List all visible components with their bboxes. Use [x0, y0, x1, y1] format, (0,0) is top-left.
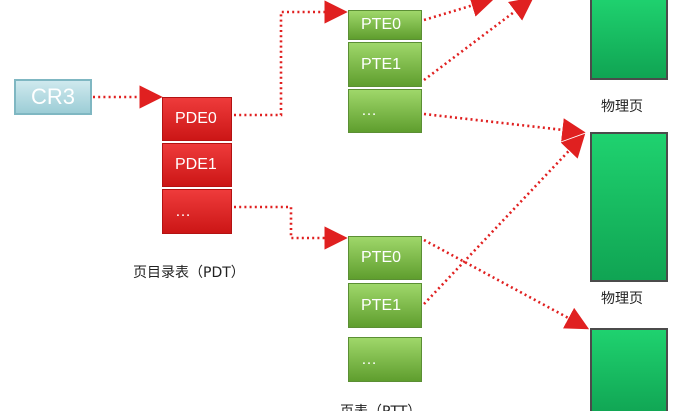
arrow-pte-top-to-page-0: [423, 0, 495, 22]
pde-entry-1: PDE1: [162, 143, 232, 187]
physical-page-1: [590, 0, 668, 80]
arrow-pde0-to-pte0-top: [234, 0, 348, 117]
pte-top-entry-1: PTE1: [348, 42, 422, 87]
pde-entry-ellipsis: …: [162, 189, 232, 234]
arrow-pde-last-to-pte0-bottom: [234, 205, 348, 250]
pte-bottom-entry-0: PTE0: [348, 236, 422, 280]
cr3-register: CR3: [14, 79, 92, 115]
pte-bottom-entry-ellipsis: …: [348, 337, 422, 382]
pte-top-entry-0: PTE0: [348, 10, 422, 40]
pte-top-entry-ellipsis: …: [348, 89, 422, 133]
arrow-pte-top-to-page-1: [423, 0, 534, 82]
physical-page-caption-1: 物理页: [601, 99, 643, 115]
arrow-pte-bottom-to-page-2: [423, 133, 586, 305]
arrow-pte-top-to-page-2: [423, 112, 586, 142]
pdt-caption: 页目录表（PDT）: [133, 265, 245, 281]
arrow-pte-bottom-to-page-3: [423, 238, 590, 330]
physical-page-caption-2: 物理页: [601, 291, 643, 307]
pde-entry-0: PDE0: [162, 97, 232, 141]
ptt-caption: 页表（PTT）: [340, 401, 421, 411]
physical-page-3: [590, 328, 668, 411]
pte-bottom-entry-1: PTE1: [348, 283, 422, 328]
physical-page-2: [590, 132, 668, 282]
